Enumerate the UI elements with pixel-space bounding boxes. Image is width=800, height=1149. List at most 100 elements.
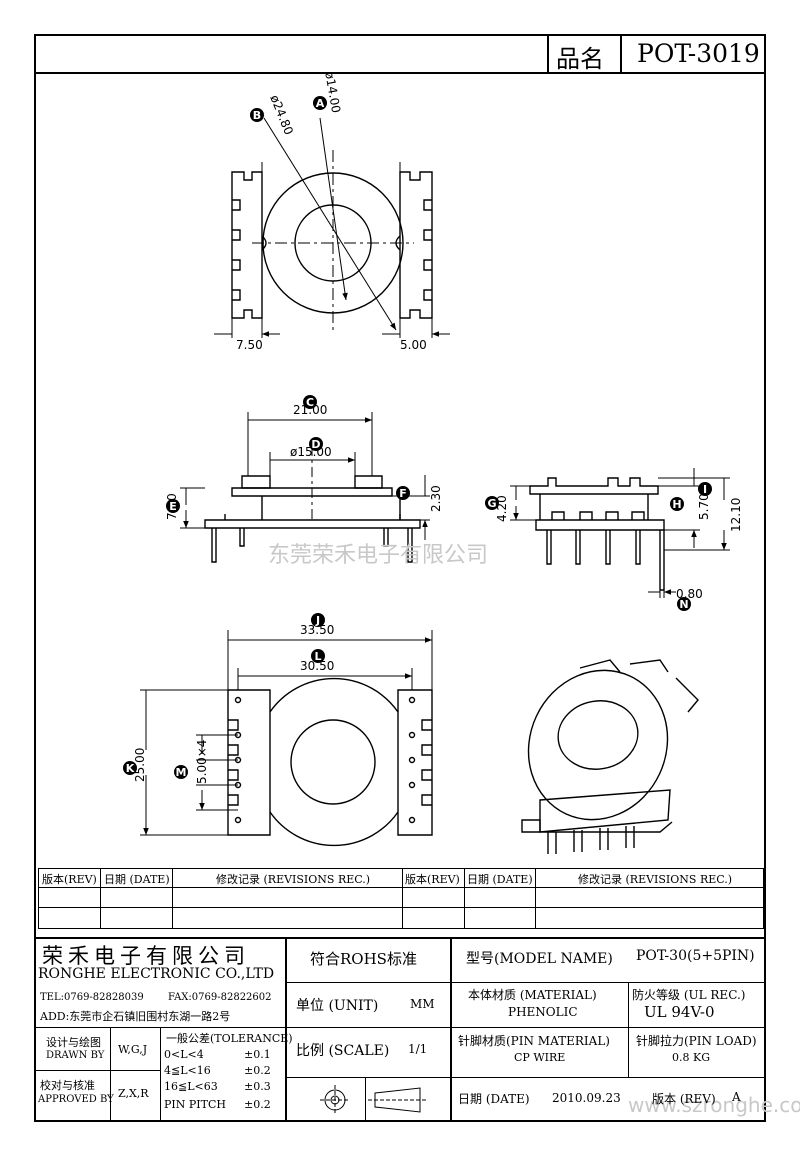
tb-row-3 bbox=[285, 1077, 766, 1078]
rev-header-rec-1: 修改记录 (REVISIONS REC.) bbox=[216, 873, 371, 886]
drawing-frame bbox=[34, 34, 766, 1122]
rev-row-line-1 bbox=[38, 887, 764, 888]
rev-row-line-2 bbox=[38, 907, 764, 908]
header-sep-2 bbox=[620, 34, 622, 74]
rohs-compliance: 符合ROHS标准 bbox=[310, 950, 417, 968]
balloons: A B C D E F G H I N J L K M bbox=[123, 96, 712, 779]
date-label: 日期 (DATE) bbox=[458, 1092, 530, 1106]
drawn-by-cn: 设计与绘图 bbox=[46, 1036, 101, 1049]
balloon-i: I bbox=[703, 483, 707, 496]
dim-l-value: 30.50 bbox=[300, 659, 334, 673]
company-fax: FAX:0769-82822602 bbox=[168, 992, 272, 1003]
date-value: 2010.09.23 bbox=[552, 1091, 621, 1105]
balloon-b: B bbox=[253, 109, 261, 122]
dim-i-value: 12.10 bbox=[729, 498, 743, 532]
pin-load-label: 针脚拉力(PIN LOAD) bbox=[636, 1034, 757, 1048]
tb-left-row-2 bbox=[34, 1070, 160, 1071]
balloon-m: M bbox=[176, 766, 187, 779]
titleblock-col-c bbox=[628, 982, 629, 1077]
titleblock-col-a bbox=[285, 937, 287, 1122]
tb-left-row-1 bbox=[34, 1027, 285, 1028]
company-tel: TEL:0769-82828039 bbox=[40, 992, 144, 1003]
balloon-d: D bbox=[311, 438, 320, 451]
tol2-value: ±0.2 bbox=[244, 1064, 271, 1077]
titleblock-top bbox=[34, 937, 766, 939]
pin-load-value: 0.8 KG bbox=[672, 1051, 710, 1064]
watermark-center: 东莞荣禾电子有限公司 bbox=[268, 543, 489, 568]
rev-header-rev-2: 版本(REV) bbox=[405, 873, 460, 886]
company-name-cn: 荣禾电子有限公司 bbox=[42, 944, 250, 968]
balloon-n: N bbox=[679, 598, 688, 611]
tol4-range: PIN PITCH bbox=[164, 1098, 226, 1111]
part-name-value: POT-3019 bbox=[637, 39, 760, 68]
model-value: POT-30(5+5PIN) bbox=[636, 948, 755, 964]
header-divider bbox=[34, 72, 766, 74]
rev-label: 版本 (REV) bbox=[652, 1092, 716, 1106]
unit-label: 单位 (UNIT) bbox=[296, 998, 379, 1014]
tol1-value: ±0.1 bbox=[244, 1048, 271, 1061]
dim-750: 7.50 bbox=[236, 338, 263, 352]
unit-value: MM bbox=[410, 997, 435, 1011]
approved-by-value: Z,X,R bbox=[118, 1087, 149, 1100]
rev-col-3 bbox=[402, 868, 403, 929]
material-value: PHENOLIC bbox=[508, 1005, 578, 1019]
balloon-c: C bbox=[306, 396, 314, 409]
balloon-a: A bbox=[316, 97, 325, 110]
rev-header-rec-2: 修改记录 (REVISIONS REC.) bbox=[578, 873, 733, 886]
rev-header-rev-1: 版本(REV) bbox=[42, 873, 97, 886]
flame-rating-label: 防火等级 (UL REC.) bbox=[632, 988, 746, 1002]
top-view bbox=[231, 150, 433, 330]
tb-left-col-1 bbox=[110, 1027, 111, 1122]
dim-k-value: 25.00 bbox=[133, 748, 147, 782]
technical-drawing: ø14.00 ø24.80 7.50 5.00 21.00 ø15.00 7.3… bbox=[123, 71, 743, 854]
tol3-value: ±0.3 bbox=[244, 1080, 271, 1093]
balloon-f: F bbox=[399, 487, 407, 500]
rev-col-5 bbox=[535, 868, 536, 929]
tol3-range: 16≦L<63 bbox=[164, 1080, 218, 1093]
balloon-l: L bbox=[314, 650, 321, 663]
balloon-e: E bbox=[169, 500, 177, 513]
isometric-view bbox=[521, 659, 699, 854]
pin-material-value: CP WIRE bbox=[514, 1051, 566, 1064]
header-sep-1 bbox=[547, 34, 549, 74]
dim-f-value: 2.30 bbox=[429, 485, 443, 512]
rev-col-2 bbox=[172, 868, 173, 929]
drawn-by-value: W,G,J bbox=[118, 1043, 148, 1056]
dim-500: 5.00 bbox=[400, 338, 427, 352]
rev-header-date-1: 日期 (DATE) bbox=[104, 873, 170, 886]
rev-col-4 bbox=[464, 868, 465, 929]
tb-row-1 bbox=[285, 982, 766, 983]
dim-j-value: 33.50 bbox=[300, 623, 334, 637]
balloon-h: H bbox=[672, 498, 681, 511]
tb-scale-sep bbox=[365, 1077, 366, 1122]
model-label: 型号(MODEL NAME) bbox=[466, 951, 613, 967]
flame-rating-value: UL 94V-0 bbox=[644, 1003, 715, 1021]
revisions-table bbox=[38, 868, 764, 929]
dim-m-value: 5.00×4 bbox=[195, 740, 209, 784]
watermark-url: www.szronghe.com bbox=[628, 1093, 800, 1117]
balloon-j: J bbox=[315, 614, 320, 627]
tolerance-title: 一般公差(TOLERANCE) bbox=[166, 1032, 293, 1045]
company-address: ADD:东莞市企石镇旧围村东湖一路2号 bbox=[40, 1010, 231, 1023]
side-view bbox=[529, 477, 665, 591]
approved-by-cn: 校对与核准 bbox=[40, 1079, 95, 1092]
scale-label: 比例 (SCALE) bbox=[296, 1043, 390, 1059]
part-name-label: 品名 bbox=[556, 45, 604, 73]
projection-symbol-icon bbox=[320, 1085, 428, 1115]
rev-value: A bbox=[732, 1090, 741, 1104]
approved-by-en: APPROVED BY bbox=[38, 1094, 114, 1105]
dim-c-value: 21.00 bbox=[293, 403, 327, 417]
dim-h-value: 5.70 bbox=[697, 493, 711, 520]
titleblock-col-b bbox=[450, 937, 452, 1122]
bottom-view bbox=[227, 677, 433, 847]
tol1-range: 0<L<4 bbox=[164, 1048, 204, 1061]
tb-row-2 bbox=[285, 1027, 766, 1028]
tol2-range: 4≦L<16 bbox=[164, 1064, 211, 1077]
drawn-by-en: DRAWN BY bbox=[46, 1050, 105, 1061]
tol4-value: ±0.2 bbox=[244, 1098, 271, 1111]
balloon-g: G bbox=[487, 497, 496, 510]
scale-value: 1/1 bbox=[408, 1042, 428, 1056]
pin-material-label: 针脚材质(PIN MATERIAL) bbox=[458, 1034, 610, 1048]
rev-col-1 bbox=[100, 868, 101, 929]
material-label: 本体材质 (MATERIAL) bbox=[468, 988, 597, 1002]
